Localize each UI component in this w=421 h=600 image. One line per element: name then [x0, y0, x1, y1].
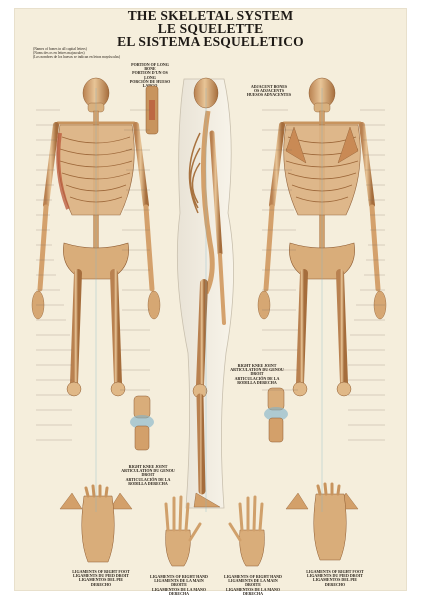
foot-inset-left: [81, 484, 115, 563]
callout-long-bone: PORTION OF LONG BONE PORTION D'UN OS LON…: [127, 62, 173, 89]
callout-long-bone-es: PORCIÓN DE HUESO LARGO: [129, 78, 171, 89]
callout-right-knee-back: RIGHT KNEE JOINT ARTICULATION DU GENOU D…: [228, 363, 286, 385]
hand-inset-left: [164, 495, 202, 567]
title-block: THE SKELETAL SYSTEM LE SQUELETTE EL SIST…: [14, 8, 407, 49]
caption-hand-back-en: LIGAMENTS OF RIGHT HAND: [224, 574, 282, 579]
hand-inset-right: [228, 495, 265, 567]
long-bone-inset: [145, 85, 159, 135]
foot-inset-right: [313, 482, 347, 561]
title-english: THE SKELETAL SYSTEM: [127, 8, 294, 23]
callout-adjacent-en: ADJACENT BONES: [250, 84, 288, 89]
title-french: LE SQUELETTE: [157, 21, 264, 36]
side-skeleton: [176, 77, 234, 509]
title-spanish: EL SISTEMA ESQUELETICO: [117, 34, 304, 49]
knee-inset-front: [130, 395, 154, 451]
caption-hand-front-fr: LIGAMENTS DE LA MAIN DROITE: [154, 578, 204, 588]
reference-lines: [95, 88, 323, 512]
poster-border: [14, 8, 407, 591]
caption-foot-back-en: LIGAMENTS OF RIGHT FOOT: [306, 569, 364, 574]
caption-foot-front: LIGAMENTS OF RIGHT FOOT LIGAMENTS DU PIE…: [70, 569, 132, 587]
legend-note-en: (Names of bones in all capital letters): [33, 47, 87, 51]
callout-knee-front-fr: ARTICULATION DU GENOU DROIT: [121, 468, 175, 478]
caption-hand-back: LIGAMENTS OF RIGHT HAND LIGAMENTS DE LA …: [222, 574, 284, 596]
callout-right-knee-front: RIGHT KNEE JOINT ARTICULATION DU GENOU D…: [119, 464, 177, 486]
knee-inset-back: [264, 387, 288, 443]
caption-hand-front-en: LIGAMENTS OF RIGHT HAND: [150, 574, 208, 579]
caption-foot-back: LIGAMENTS OF RIGHT FOOT LIGAMENTS DU PIE…: [304, 569, 366, 587]
caption-foot-back-es: LIGAMENTOS DEL PIE DERECHO: [312, 577, 358, 587]
caption-foot-back-fr: LIGAMENTS DU PIED DROIT: [307, 573, 363, 579]
caption-foot-front-es: LIGAMENTOS DEL PIE DERECHO: [78, 577, 124, 587]
caption-hand-back-es: LIGAMENTOS DE LA MANO DERECHA: [225, 586, 281, 596]
callout-long-bone-en: PORTION OF LONG BONE: [131, 62, 169, 72]
caption-foot-front-en: LIGAMENTS OF RIGHT FOOT: [72, 569, 130, 574]
caption-hand-back-fr: LIGAMENTS DE LA MAIN DROITE: [228, 578, 278, 588]
callout-knee-front-es: ARTICULACIÓN DE LA RODILLA DERECHA: [125, 476, 171, 486]
callout-knee-back-fr: ARTICULATION DU GENOU DROIT: [230, 367, 284, 377]
callout-adjacent-bones: ADJACENT BONES OS ADJACENTS HUESOS ADYAC…: [244, 84, 294, 98]
callout-adjacent-fr: OS ADJACENTS: [253, 88, 285, 94]
legend-note: (Names of bones in all capital letters) …: [33, 47, 143, 59]
callout-long-bone-fr: PORTION D'UN OS LONG: [132, 70, 168, 80]
caption-foot-front-fr: LIGAMENTS DU PIED DROIT: [73, 573, 129, 579]
callout-knee-back-es: ARTICULACIÓN DE LA RODILLA DERECHA: [234, 375, 280, 385]
callout-adjacent-es: HUESOS ADYACENTES: [246, 92, 292, 98]
front-skeleton: [32, 78, 160, 509]
caption-hand-front: LIGAMENTS OF RIGHT HAND LIGAMENTS DE LA …: [148, 574, 210, 596]
callout-knee-back-en: RIGHT KNEE JOINT: [237, 363, 277, 368]
back-skeleton: [258, 78, 386, 509]
leader-lines: [36, 109, 385, 441]
legend-note-fr: (Noms des os en lettres majuscules): [33, 51, 85, 55]
callout-knee-front-en: RIGHT KNEE JOINT: [128, 464, 168, 469]
legend-note-es: (Los nombres de los huesos se indican en…: [33, 55, 121, 59]
caption-hand-front-es: LIGAMENTOS DE LA MANO DERECHA: [151, 586, 207, 596]
